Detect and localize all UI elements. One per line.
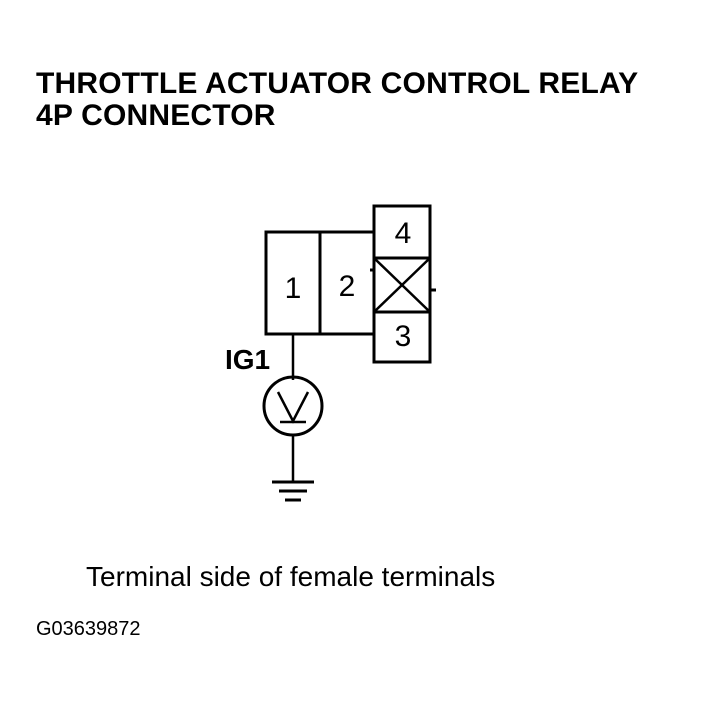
voltmeter-icon: [262, 375, 324, 437]
ig1-label: IG1: [225, 344, 270, 375]
x-cross-icon: [373, 257, 431, 313]
terminal-2-label: 2: [339, 270, 356, 303]
terminal-3-cell: [372, 310, 432, 364]
diagram-title: THROTTLE ACTUATOR CONTROL RELAY 4P CONNE…: [36, 68, 638, 132]
terminal-1-label: 1: [285, 272, 302, 305]
diagram-caption: Terminal side of female terminals: [86, 561, 496, 592]
title-line-2: 4P CONNECTOR: [36, 99, 276, 132]
title-line-1: THROTTLE ACTUATOR CONTROL RELAY: [36, 67, 639, 100]
figure-code: G03639872: [36, 618, 141, 640]
ground-icon: [272, 480, 314, 502]
terminal-4-label: 4: [395, 217, 412, 250]
terminal-3-label: 3: [395, 320, 412, 353]
